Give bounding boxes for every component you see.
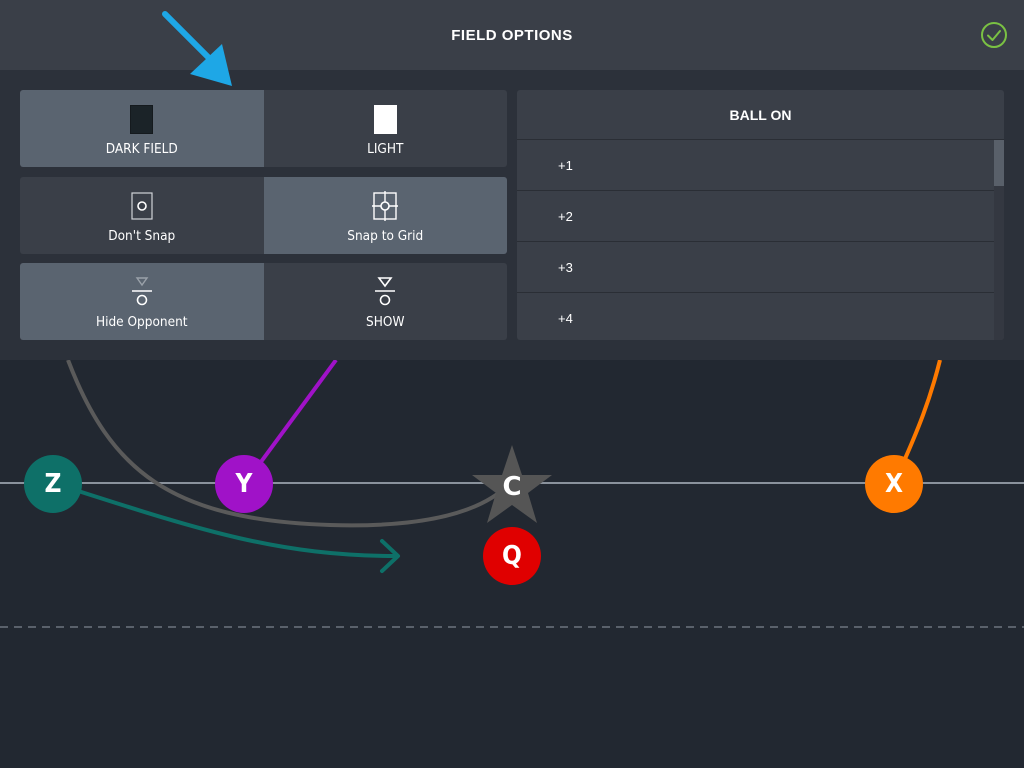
player-x[interactable]: X	[865, 455, 923, 513]
snap-to-grid-option[interactable]: Snap to Grid	[263, 177, 507, 254]
no-snap-icon	[131, 190, 153, 222]
show-opponent-icon	[373, 276, 397, 308]
field-options-header: FIELD OPTIONS	[0, 0, 1024, 70]
route-x	[898, 359, 942, 471]
page-title: FIELD OPTIONS	[451, 26, 573, 44]
hide-opponent-label: Hide Opponent	[95, 314, 188, 330]
highlight-arrow-icon	[162, 11, 232, 86]
player-y[interactable]: Y	[215, 455, 273, 513]
player-q[interactable]: Q	[483, 527, 541, 585]
confirm-button[interactable]	[980, 21, 1008, 49]
dont-snap-option[interactable]: Don't Snap	[20, 177, 264, 254]
player-z-label: Z	[44, 469, 62, 499]
route-y	[253, 358, 338, 472]
snap-to-grid-label: Snap to Grid	[347, 228, 424, 244]
dark-swatch-icon	[130, 103, 154, 135]
field-options-panel: DARK FIELD LIGHT Don't Snap	[0, 70, 1024, 360]
show-opponent-label: SHOW	[366, 314, 405, 330]
star-icon	[472, 445, 552, 523]
scrollbar-thumb[interactable]	[994, 140, 1004, 186]
dark-field-option[interactable]: DARK FIELD	[20, 90, 264, 167]
ball-on-item[interactable]: +4	[558, 311, 573, 326]
route-z	[74, 488, 396, 558]
player-x-label: X	[884, 469, 904, 499]
player-z[interactable]: Z	[24, 455, 82, 513]
dont-snap-label: Don't Snap	[108, 228, 176, 244]
dark-field-label: DARK FIELD	[105, 141, 178, 157]
hide-opponent-option[interactable]: Hide Opponent	[20, 263, 264, 340]
show-opponent-option[interactable]: SHOW	[263, 263, 507, 340]
player-c-label: C	[502, 472, 522, 502]
opponent-toggle: Hide Opponent SHOW	[20, 263, 507, 340]
light-swatch-icon	[373, 103, 397, 135]
hide-opponent-icon	[130, 276, 154, 308]
route-z-arrowhead	[380, 539, 400, 573]
snap-toggle: Don't Snap Snap to Grid	[20, 177, 507, 254]
ball-on-item[interactable]: +3	[517, 242, 994, 293]
player-c[interactable]: C	[470, 445, 554, 525]
player-q-label: Q	[502, 541, 522, 571]
light-field-option[interactable]: LIGHT	[263, 90, 507, 167]
ball-on-scrollbar[interactable]	[994, 140, 1004, 340]
route-c	[66, 359, 507, 528]
check-circle-icon	[981, 22, 1007, 48]
field-color-toggle: DARK FIELD LIGHT	[20, 90, 507, 167]
ball-on-title: BALL ON	[517, 90, 1004, 140]
ball-on-item[interactable]: +2	[517, 191, 994, 242]
ball-on-list: BALL ON +1 +2 +3 +4	[517, 90, 1004, 340]
ball-on-item[interactable]: +1	[517, 140, 994, 191]
player-y-label: Y	[235, 469, 253, 499]
light-field-label: LIGHT	[367, 141, 404, 157]
grid-snap-icon	[372, 190, 399, 222]
